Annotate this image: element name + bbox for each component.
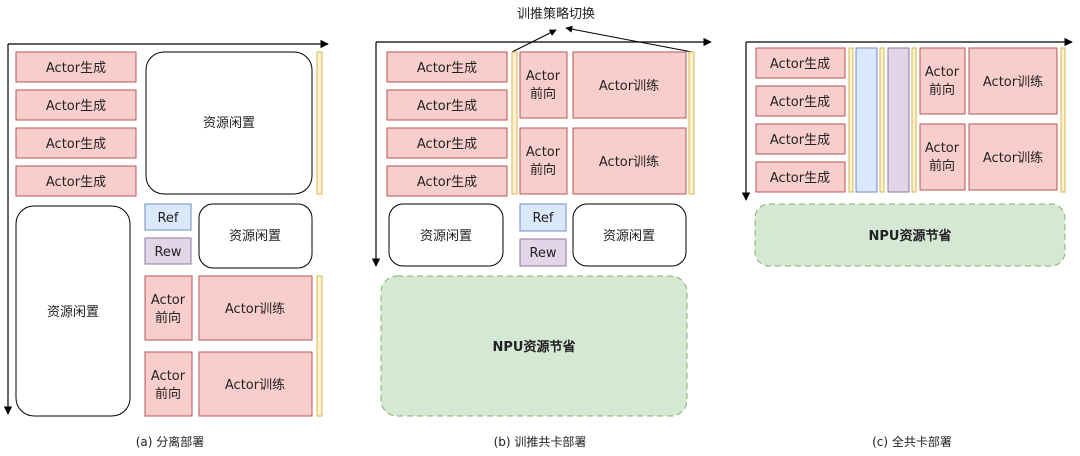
idle-resource-box — [145, 51, 313, 195]
actor-forward-box — [144, 351, 193, 417]
actor-generate-box — [15, 89, 137, 121]
ref-model-label: Ref — [532, 211, 553, 226]
actor-forward-box — [919, 47, 966, 115]
timeline-bar — [1060, 47, 1066, 193]
timeline-bar — [316, 275, 323, 417]
actor-forward-label: Actor — [151, 293, 186, 308]
actor-generate-box — [386, 89, 508, 121]
idle-resource-box — [198, 203, 313, 269]
actor-train-label: Actor训练 — [983, 151, 1043, 166]
actor-forward-label: 前向 — [155, 386, 181, 402]
actor-generate-box — [386, 51, 508, 83]
actor-forward-label: Actor — [526, 145, 561, 160]
actor-generate-box — [755, 161, 846, 193]
ref-model-box — [519, 203, 567, 232]
actor-generate-label: Actor生成 — [46, 61, 106, 76]
idle-resource-box — [388, 203, 504, 267]
actor-train-label: Actor训练 — [599, 155, 659, 170]
actor-generate-label: Actor生成 — [417, 175, 477, 190]
npu-saving-label: NPU资源节省 — [869, 228, 952, 244]
ref-model-box — [144, 203, 192, 231]
actor-generate-group-a: Actor生成 Actor生成 Actor生成 Actor生成 — [15, 51, 137, 197]
actor-generate-box — [755, 123, 846, 155]
actor-generate-box — [15, 127, 137, 159]
timeline-bar — [316, 51, 323, 195]
idle-resource-box — [572, 203, 687, 267]
actor-generate-label: Actor生成 — [770, 133, 830, 148]
actor-generate-label: Actor生成 — [46, 137, 106, 152]
actor-train-box — [968, 123, 1058, 191]
actor-train-box — [572, 51, 687, 119]
actor-forward-box — [519, 51, 568, 119]
timeline-bar — [879, 47, 885, 193]
actor-generate-label: Actor生成 — [417, 137, 477, 152]
actor-forward-label: Actor — [925, 141, 960, 156]
idle-resource-label: 资源闲置 — [603, 229, 655, 244]
actor-generate-label: Actor生成 — [417, 61, 477, 76]
panel-a: Actor生成 Actor生成 Actor生成 Actor生成 资源闲置 资源闲… — [3, 39, 329, 449]
reward-model-box — [144, 237, 192, 265]
panel-b: 训推策略切换 Actor生成 Actor生成 Actor生成 Actor生成 A… — [371, 6, 712, 449]
actor-forward-box — [519, 127, 568, 195]
actor-forward-label: Actor — [151, 369, 186, 384]
actor-forward-box — [144, 275, 193, 341]
actor-forward-label: 前向 — [929, 158, 955, 174]
switch-arrow-left — [511, 29, 557, 53]
actor-generate-label: Actor生成 — [770, 171, 830, 186]
idle-resource-box — [15, 205, 131, 417]
actor-train-box — [968, 47, 1058, 115]
actor-generate-label: Actor生成 — [46, 175, 106, 190]
actor-forward-label: 前向 — [530, 86, 556, 102]
panel-caption: (b) 训推共卡部署 — [494, 434, 587, 449]
ref-model-label: Ref — [157, 211, 178, 226]
actor-train-label: Actor训练 — [599, 79, 659, 94]
panel-caption: (a) 分离部署 — [136, 434, 205, 449]
timeline-bar — [688, 51, 695, 195]
ref-model-bar — [855, 47, 878, 193]
actor-generate-box — [755, 47, 846, 79]
switch-arrow-right — [565, 25, 693, 53]
actor-forward-label: 前向 — [929, 82, 955, 98]
actor-train-label: Actor训练 — [225, 378, 285, 393]
actor-train-label: Actor训练 — [983, 75, 1043, 90]
npu-saving-label: NPU资源节省 — [493, 339, 576, 355]
actor-train-label: Actor训练 — [225, 302, 285, 317]
actor-forward-label: 前向 — [530, 162, 556, 178]
actor-generate-label: Actor生成 — [770, 57, 830, 72]
actor-generate-box — [15, 165, 137, 197]
reward-model-label: Rew — [154, 245, 181, 260]
actor-train-box — [198, 275, 313, 341]
idle-resource-label: 资源闲置 — [420, 229, 472, 244]
npu-saving-box — [754, 203, 1066, 267]
actor-generate-box — [386, 165, 508, 197]
actor-generate-label: Actor生成 — [46, 99, 106, 114]
reward-model-label: Rew — [529, 246, 556, 261]
actor-generate-box — [15, 51, 137, 83]
actor-train-box — [572, 127, 687, 195]
actor-generate-label: Actor生成 — [770, 95, 830, 110]
actor-generate-box — [386, 127, 508, 159]
timeline-bar — [911, 47, 917, 193]
idle-resource-label: 资源闲置 — [229, 229, 281, 244]
timeline-bar — [848, 47, 854, 193]
panel-caption: (c) 全共卡部署 — [872, 434, 952, 449]
reward-model-box — [519, 238, 567, 267]
idle-resource-label: 资源闲置 — [203, 116, 255, 131]
actor-generate-box — [755, 85, 846, 117]
actor-forward-label: Actor — [526, 69, 561, 84]
actor-forward-label: 前向 — [155, 310, 181, 326]
strategy-switch-label: 训推策略切换 — [517, 6, 595, 22]
idle-resource-label: 资源闲置 — [47, 305, 99, 320]
reward-model-bar — [887, 47, 910, 193]
actor-forward-box — [919, 123, 966, 191]
npu-saving-box — [380, 275, 688, 417]
actor-forward-label: Actor — [925, 65, 960, 80]
actor-train-box — [198, 351, 313, 417]
panel-c: Actor生成 Actor生成 Actor生成 Actor生成 Actor 前向… — [741, 37, 1073, 449]
actor-generate-label: Actor生成 — [417, 99, 477, 114]
timeline-bar — [511, 51, 518, 195]
